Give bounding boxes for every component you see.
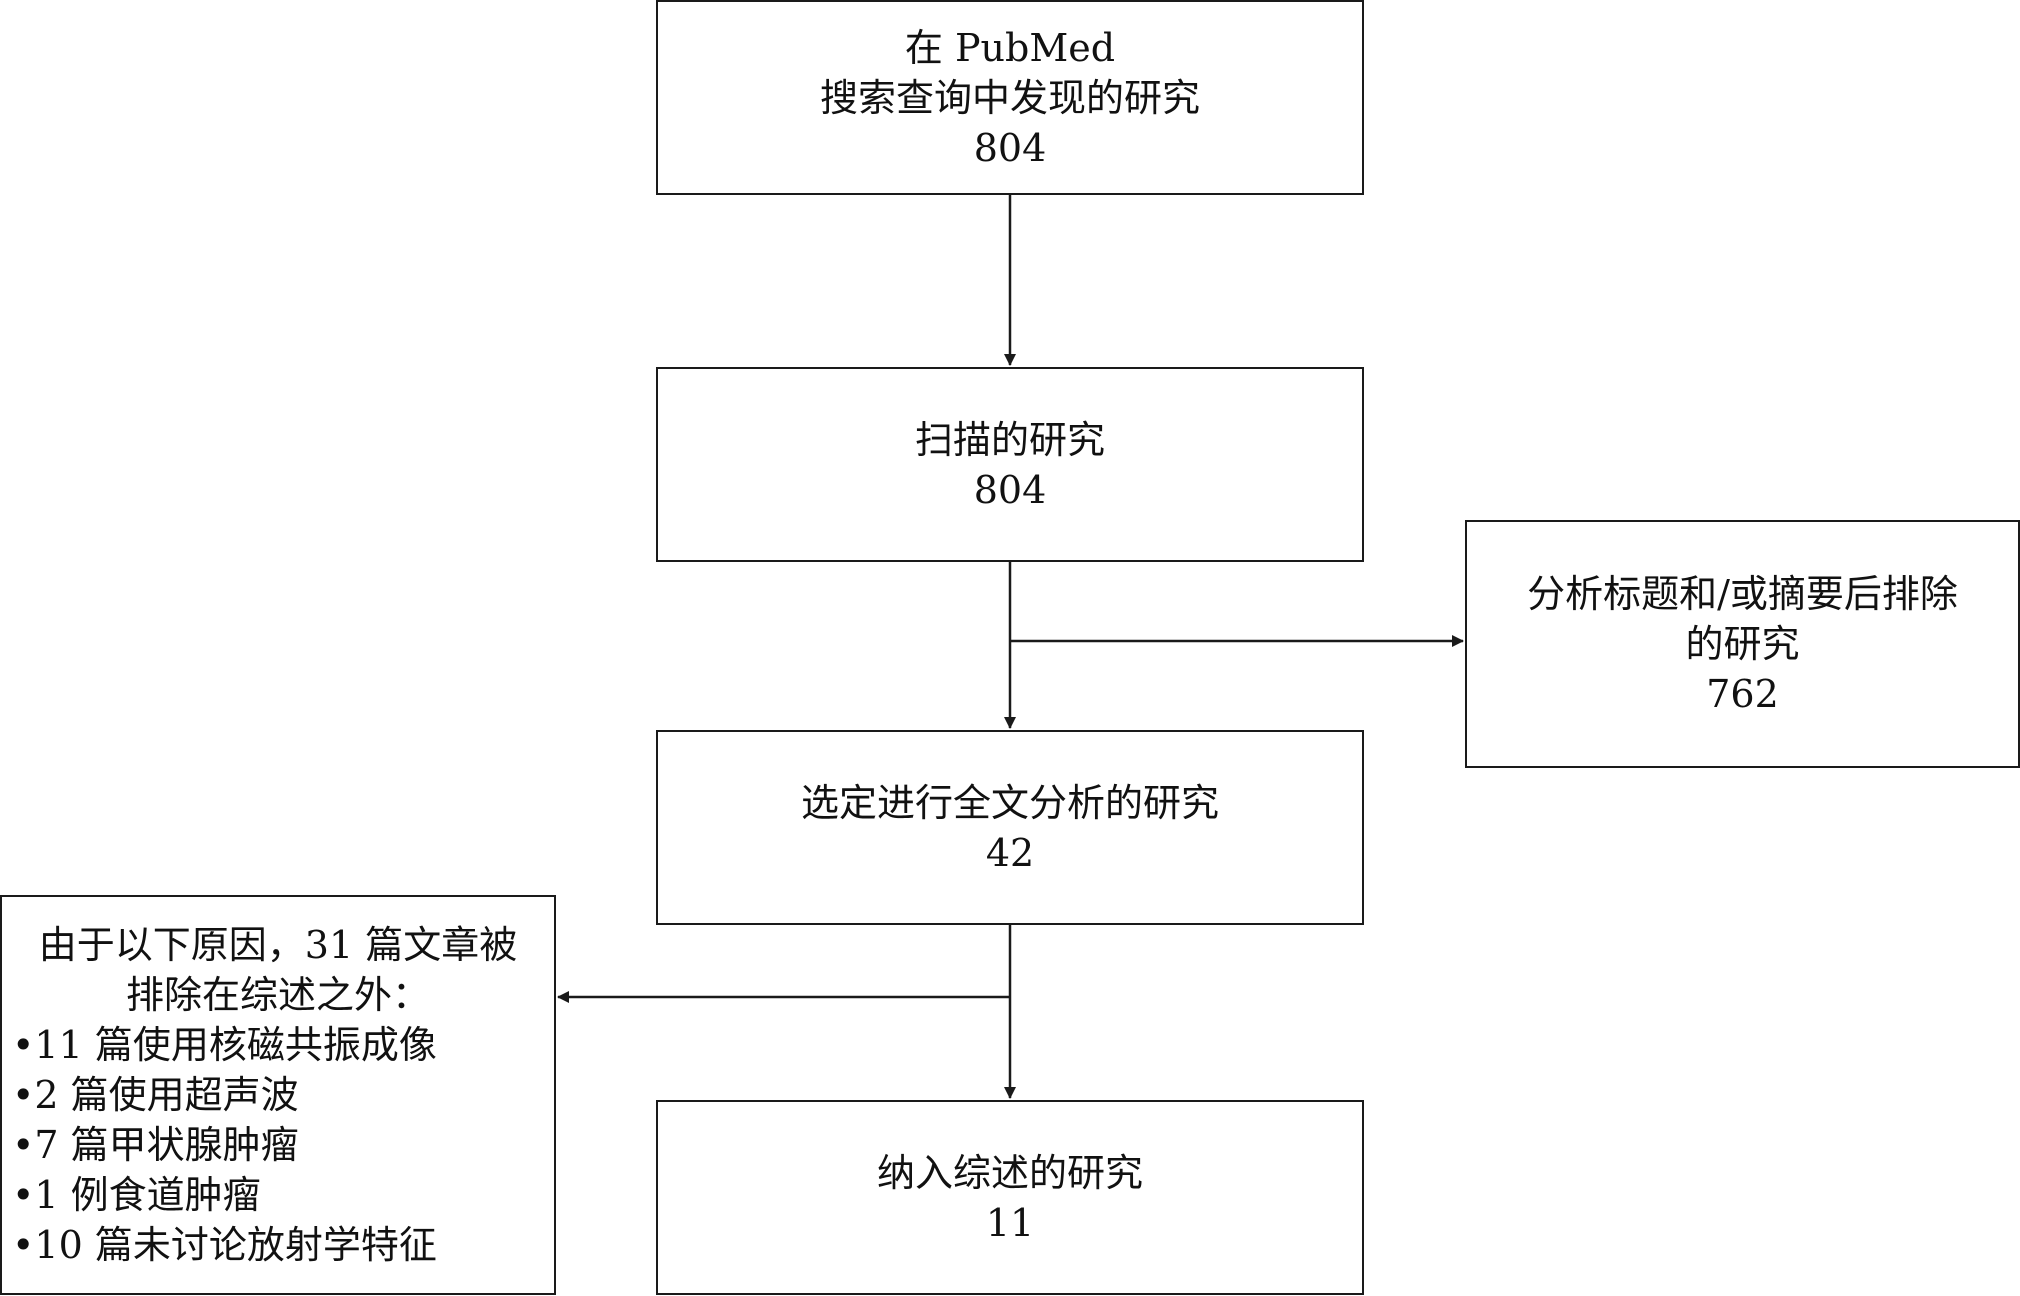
excluded-fulltext-label-line2: 排除在综述之外： [125, 973, 430, 1017]
search-count: 804 [973, 125, 1047, 170]
excluded-fulltext-label-line1: 由于以下原因，31 篇文章被 [38, 923, 518, 967]
screened-studies-box: 扫描的研究 804 [656, 367, 1364, 562]
excluded-abstract-count: 762 [1706, 672, 1779, 716]
exclusion-reason-item: 2 篇使用超声波 [12, 1070, 544, 1120]
screened-label: 扫描的研究 [914, 417, 1105, 462]
included-count: 11 [985, 1200, 1035, 1245]
excluded-abstract-label-line2: 的研究 [1685, 622, 1800, 666]
included-label: 纳入综述的研究 [876, 1150, 1143, 1195]
fulltext-count: 42 [985, 830, 1035, 875]
excluded-abstract-label-line1: 分析标题和/或摘要后排除 [1527, 572, 1958, 616]
exclusion-reason-item: 11 篇使用核磁共振成像 [12, 1020, 544, 1070]
search-label-line2: 搜索查询中发现的研究 [819, 75, 1200, 120]
search-label-line1: 在 PubMed [904, 25, 1116, 70]
fulltext-analysis-box: 选定进行全文分析的研究 42 [656, 730, 1364, 925]
search-results-box: 在 PubMed 搜索查询中发现的研究 804 [656, 0, 1364, 195]
screened-count: 804 [973, 467, 1047, 512]
included-studies-box: 纳入综述的研究 11 [656, 1100, 1364, 1295]
exclusion-reason-item: 10 篇未讨论放射学特征 [12, 1220, 544, 1270]
exclusion-reason-item: 7 篇甲状腺肿瘤 [12, 1120, 544, 1170]
fulltext-label: 选定进行全文分析的研究 [800, 780, 1219, 825]
exclusion-reason-item: 1 例食道肿瘤 [12, 1170, 544, 1220]
excluded-fulltext-box: 由于以下原因，31 篇文章被 排除在综述之外： 11 篇使用核磁共振成像 2 篇… [0, 895, 556, 1295]
excluded-abstract-box: 分析标题和/或摘要后排除 的研究 762 [1465, 520, 2020, 768]
exclusion-reasons-list: 11 篇使用核磁共振成像 2 篇使用超声波 7 篇甲状腺肿瘤 1 例食道肿瘤 1… [12, 1020, 544, 1270]
